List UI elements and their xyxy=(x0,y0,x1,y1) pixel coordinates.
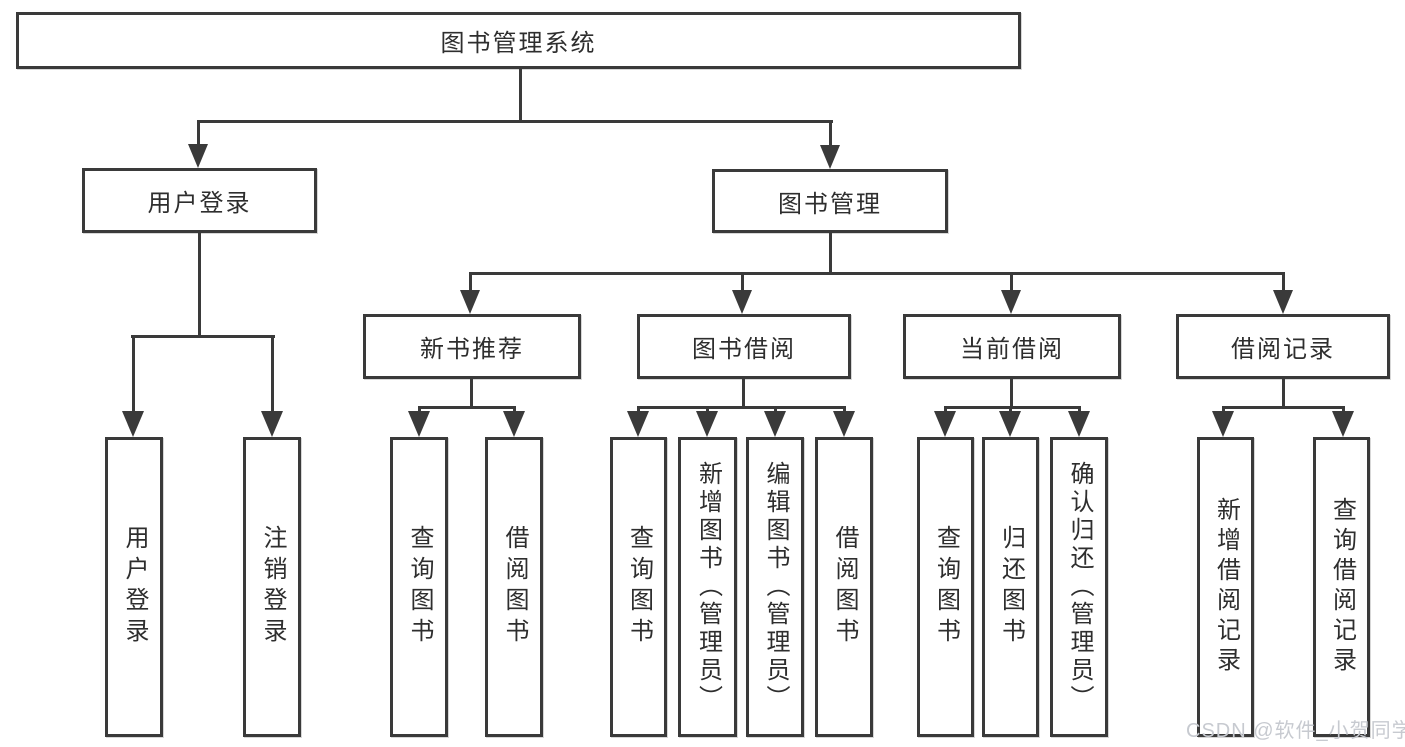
connector-line xyxy=(197,120,200,148)
arrowhead-down-icon xyxy=(696,411,718,437)
connector-line xyxy=(1282,272,1285,294)
connector-line xyxy=(519,69,522,122)
leaf-node-user-login: 用户登录 xyxy=(105,437,163,737)
csdn-watermark: CSDN @软件_小贺同学 xyxy=(1186,720,1405,742)
arrowhead-down-icon xyxy=(833,411,855,437)
connector-line xyxy=(469,272,1285,275)
arrowhead-down-icon xyxy=(1332,411,1354,437)
section-node-current-borrowing: 当前借阅 xyxy=(903,314,1121,379)
root-node-library-management-system: 图书管理系统 xyxy=(16,12,1021,69)
arrowhead-down-icon xyxy=(1068,411,1090,437)
arrowhead-down-icon xyxy=(732,290,752,314)
leaf-node-edit-books-admin: 编辑图书（管理员） xyxy=(746,437,804,737)
arrowhead-down-icon xyxy=(1273,290,1293,314)
connector-line xyxy=(418,406,516,409)
leaf-node-query-borrow-record: 查询借阅记录 xyxy=(1313,437,1370,737)
arrowhead-down-icon xyxy=(503,411,525,437)
connector-line xyxy=(470,379,473,409)
arrowhead-down-icon xyxy=(460,290,480,314)
leaf-node-return-books: 归还图书 xyxy=(982,437,1039,737)
arrowhead-down-icon xyxy=(764,411,786,437)
connector-line xyxy=(829,120,832,149)
leaf-node-query-books-3: 查询图书 xyxy=(917,437,974,737)
arrowhead-down-icon xyxy=(627,411,649,437)
connector-line xyxy=(1010,379,1013,409)
connector-line xyxy=(131,335,275,338)
section-node-borrow-records: 借阅记录 xyxy=(1176,314,1390,379)
leaf-node-add-borrow-record: 新增借阅记录 xyxy=(1197,437,1254,737)
arrowhead-down-icon xyxy=(1001,290,1021,314)
leaf-node-borrow-books-1: 借阅图书 xyxy=(485,437,543,737)
arrowhead-down-icon xyxy=(999,411,1021,437)
leaf-node-logout: 注销登录 xyxy=(243,437,301,737)
leaf-node-confirm-return-admin: 确认归还（管理员） xyxy=(1050,437,1108,737)
arrowhead-down-icon xyxy=(934,411,956,437)
arrowhead-down-icon xyxy=(122,411,144,437)
connector-line xyxy=(1222,406,1345,409)
leaf-node-borrow-books-2: 借阅图书 xyxy=(815,437,873,737)
leaf-node-query-books-2: 查询图书 xyxy=(610,437,667,737)
arrowhead-down-icon xyxy=(408,411,430,437)
connector-line xyxy=(469,272,472,294)
arrowhead-down-icon xyxy=(820,145,840,169)
leaf-node-query-books-1: 查询图书 xyxy=(390,437,448,737)
arrowhead-down-icon xyxy=(188,144,208,168)
connector-line xyxy=(1282,379,1285,409)
connector-line xyxy=(742,379,745,409)
connector-line xyxy=(741,272,744,294)
connector-line xyxy=(271,335,274,415)
section-node-new-book-recommend: 新书推荐 xyxy=(363,314,581,379)
section-node-book-borrowing: 图书借阅 xyxy=(637,314,851,379)
leaf-node-add-books-admin: 新增图书（管理员） xyxy=(678,437,737,737)
branch-node-user-login: 用户登录 xyxy=(82,168,317,233)
arrowhead-down-icon xyxy=(261,411,283,437)
connector-line xyxy=(637,406,846,409)
connector-line xyxy=(198,233,201,337)
connector-line xyxy=(197,120,833,123)
arrowhead-down-icon xyxy=(1212,411,1234,437)
connector-line xyxy=(829,233,832,275)
connector-line xyxy=(944,406,1081,409)
connector-line xyxy=(1010,272,1013,294)
branch-node-book-management: 图书管理 xyxy=(712,169,948,233)
connector-line xyxy=(132,335,135,415)
